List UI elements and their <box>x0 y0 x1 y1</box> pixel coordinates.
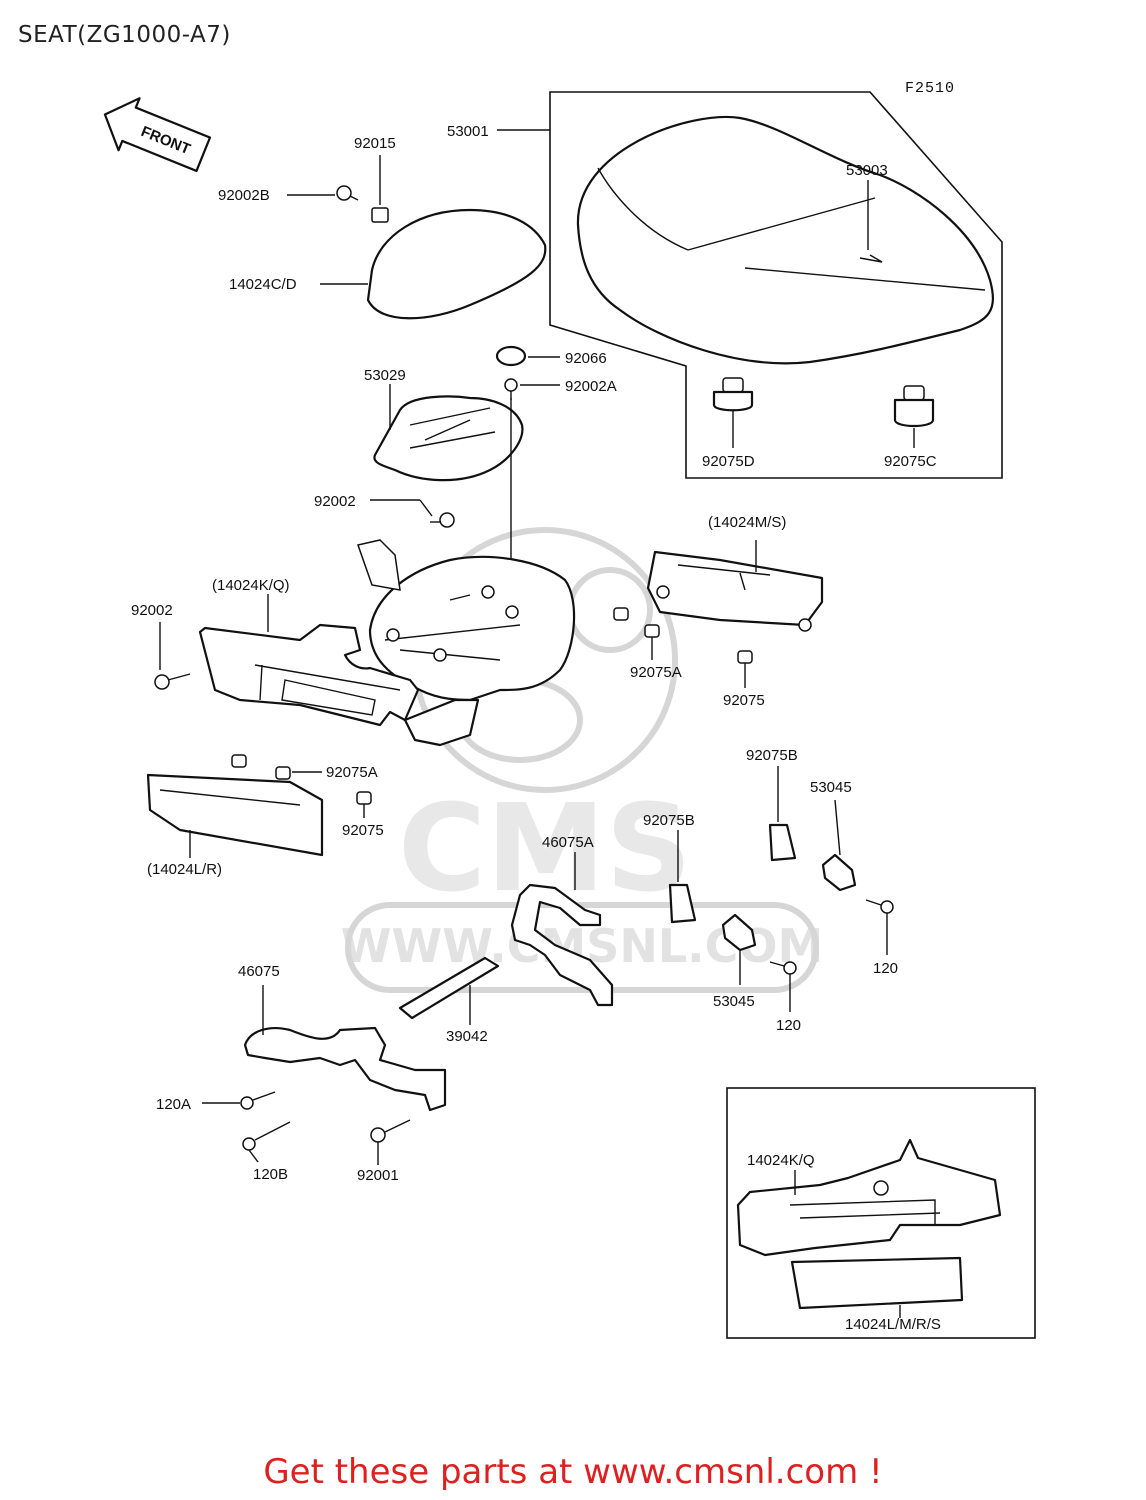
inset-panel <box>790 1256 964 1310</box>
part-label: 46075A <box>542 834 594 851</box>
bracket-53045-left <box>721 913 757 952</box>
bolt-92002-upper <box>370 499 455 528</box>
part-label: 92075A <box>326 764 378 781</box>
part-label: 92001 <box>357 1167 399 1184</box>
inset-side-cover <box>736 1138 1002 1257</box>
bracket-53029 <box>373 395 524 482</box>
part-label: 14024L/M/R/S <box>845 1316 941 1333</box>
front-arrow-icon: FRONT <box>103 97 212 173</box>
screw-120-right <box>865 899 894 955</box>
part-labels: 53001 53003 92015 92002B 14024C/D 92066 … <box>131 123 941 1333</box>
part-label: 92075C <box>884 453 937 470</box>
part-label: 120A <box>156 1096 191 1113</box>
part-label: 120 <box>873 960 898 977</box>
part-label: 120B <box>253 1166 288 1183</box>
plate-39042 <box>398 956 500 1020</box>
part-label: (14024L/R) <box>147 861 222 878</box>
part-label: 92075 <box>342 822 384 839</box>
clip-92015 <box>371 155 389 223</box>
part-label: 92002B <box>218 187 270 204</box>
part-label: 46075 <box>238 963 280 980</box>
part-label: 14024C/D <box>229 276 297 293</box>
page-title: SEAT(ZG1000-A7) <box>18 22 231 48</box>
parts-diagram: CMS WWW.CMSNL.COM FRONT F2510 <box>103 80 1036 1339</box>
footer-parts-link[interactable]: Get these parts at www.cmsnl.com ! <box>0 1452 1146 1492</box>
part-label: 92075B <box>643 812 695 829</box>
bolt-92002b <box>287 185 359 201</box>
grab-rail-46075 <box>243 1026 447 1112</box>
bracket-53045-right <box>821 853 857 892</box>
part-label: 53045 <box>713 993 755 1010</box>
bolt-120b <box>242 1121 291 1163</box>
cap-92066 <box>495 345 527 367</box>
bolt-92002-left <box>154 622 191 690</box>
panel-14024lr <box>146 773 324 857</box>
rear-carrier <box>368 555 576 702</box>
inset-box <box>726 1087 1036 1339</box>
part-label: 92075A <box>630 664 682 681</box>
main-seat <box>576 115 994 365</box>
part-label: 53003 <box>846 162 888 179</box>
bolt-120a <box>202 1091 276 1110</box>
bolt-92002a <box>504 378 560 400</box>
damper-92075c <box>893 385 935 448</box>
part-label: 92075D <box>702 453 755 470</box>
grab-rail-46075a <box>510 883 614 1007</box>
damper-92075d <box>712 377 754 448</box>
block-92075b-right <box>768 823 797 862</box>
part-label: 92075 <box>723 692 765 709</box>
part-label: 92002 <box>131 602 173 619</box>
part-label: (14024K/Q) <box>212 577 290 594</box>
screw-120-left <box>769 961 797 1012</box>
part-label: 92002 <box>314 493 356 510</box>
part-label: 53029 <box>364 367 406 384</box>
nut-92001 <box>370 1119 411 1165</box>
part-label: 92002A <box>565 378 617 395</box>
part-label: 92075B <box>746 747 798 764</box>
part-label: 53045 <box>810 779 852 796</box>
part-label: 120 <box>776 1017 801 1034</box>
grommet-group <box>231 607 753 818</box>
block-92075b-left <box>668 883 697 924</box>
part-label: 92066 <box>565 350 607 367</box>
seat-group-box <box>549 91 1003 479</box>
figure-code: F2510 <box>905 80 955 97</box>
part-label: 39042 <box>446 1028 488 1045</box>
part-label: 53001 <box>447 123 489 140</box>
part-label: 14024K/Q <box>747 1152 815 1169</box>
footer-link-text[interactable]: Get these parts at www.cmsnl.com ! <box>263 1452 883 1492</box>
side-cover-14024ms <box>646 550 824 627</box>
part-label: (14024M/S) <box>708 514 786 531</box>
rear-seat <box>366 208 547 320</box>
part-label: 92015 <box>354 135 396 152</box>
